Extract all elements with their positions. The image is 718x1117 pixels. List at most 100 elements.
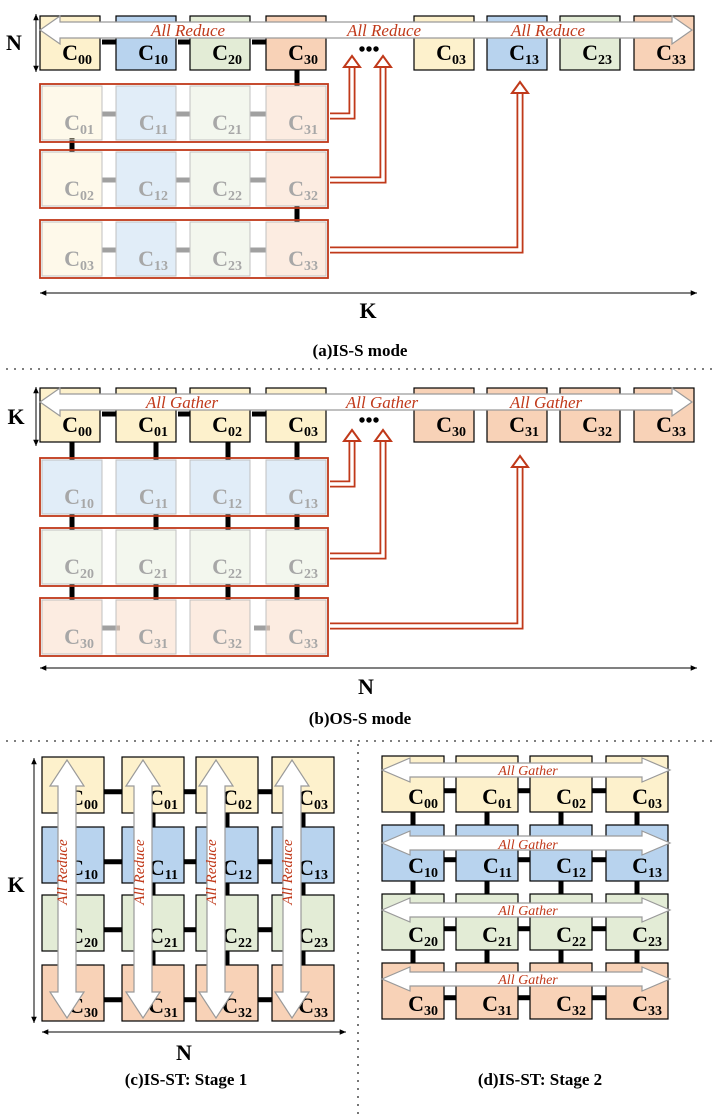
- cell-box: [195, 826, 259, 884]
- collective-arrow-col1: [124, 758, 162, 1020]
- collective-arrow: [38, 386, 694, 418]
- cell-box: [41, 529, 103, 585]
- matrix-block-c30: C30: [41, 599, 103, 655]
- cell-label: C11: [149, 855, 178, 883]
- matrix-block-c22: C22: [189, 151, 251, 207]
- matrix-block-c01: C01: [41, 85, 103, 141]
- collective-label-row0: All Gather: [497, 764, 558, 779]
- cell-box: [381, 824, 445, 882]
- chip-group-frame: [39, 597, 329, 657]
- route-arrowhead: [510, 80, 530, 94]
- cell-box: [41, 221, 103, 277]
- collective-arrow-row2: [380, 897, 672, 923]
- route-arrowhead: [342, 428, 362, 442]
- collective-label-col0: All Reduce: [55, 839, 71, 906]
- axis-k-label: K: [359, 298, 376, 323]
- cell-label: C31: [288, 110, 318, 138]
- cell-box: [115, 221, 177, 277]
- matrix-block-c03: C03: [41, 221, 103, 277]
- matrix-block-c21: C21: [189, 85, 251, 141]
- collective-label-col1: All Reduce: [132, 839, 148, 906]
- chip-group-frame: [39, 527, 329, 587]
- cell-label: C21: [138, 554, 168, 582]
- cell-box: [265, 151, 327, 207]
- cell-box: [115, 599, 177, 655]
- axis-k-label: K: [7, 872, 24, 897]
- chip-group-frame: [39, 149, 329, 209]
- cell-box: [115, 151, 177, 207]
- cell-box: [115, 529, 177, 585]
- route-arrowhead: [342, 54, 362, 68]
- axis-n-label: N: [176, 1040, 192, 1065]
- cell-box: [605, 824, 669, 882]
- matrix-block-c32: C32: [265, 151, 327, 207]
- reduction-route: [330, 66, 387, 184]
- matrix-block-c13: C13: [265, 459, 327, 515]
- matrix-block-c11: C11: [115, 459, 177, 515]
- reduction-route: [330, 440, 356, 488]
- group-layer: [39, 83, 329, 279]
- cell-box: [265, 459, 327, 515]
- matrix-block-c12: C12: [189, 459, 251, 515]
- collective-label-row1: All Gather: [497, 838, 558, 853]
- collective-label-3: All Reduce: [510, 21, 586, 40]
- cell-box: [41, 459, 103, 515]
- reduction-route-inner: [330, 66, 354, 118]
- collective-label-row2: All Gather: [497, 904, 558, 919]
- cell-label: C31: [138, 624, 168, 652]
- cell-label: C00: [68, 785, 98, 813]
- chip-group-frame: [39, 83, 329, 143]
- collective-label-col3: All Reduce: [280, 839, 296, 906]
- collective-arrow-row1: [380, 830, 672, 856]
- cell-label: C32: [288, 176, 318, 204]
- cell-box: [265, 85, 327, 141]
- caption-a: (a)IS-S mode: [313, 341, 408, 360]
- cell-box: [115, 85, 177, 141]
- cell-box: [189, 529, 251, 585]
- collective-arrow-row3: [380, 966, 672, 992]
- cell-box: [265, 599, 327, 655]
- cell-label: C30: [288, 40, 318, 68]
- matrix-block-c21: C21: [115, 529, 177, 585]
- link-layer: [70, 789, 306, 1003]
- cell-box: [41, 599, 103, 655]
- matrix-block-c13: C13: [271, 826, 335, 884]
- ellipsis: •••: [358, 410, 379, 432]
- reduction-route: [330, 466, 524, 630]
- cell-label: C10: [64, 484, 94, 512]
- cell-label: C01: [148, 785, 178, 813]
- chip-group-frame: [39, 219, 329, 279]
- ellipsis: •••: [358, 39, 379, 61]
- matrix-block-c11: C11: [115, 85, 177, 141]
- cell-box: [265, 529, 327, 585]
- matrix-block-c13: C13: [115, 221, 177, 277]
- cell-box: [455, 824, 519, 882]
- route-arrowhead: [510, 454, 530, 468]
- chip-group-frame: [39, 457, 329, 517]
- axis-n-label: N: [6, 30, 22, 55]
- matrix-block-c23: C23: [189, 221, 251, 277]
- caption-b: (b)OS-S mode: [309, 709, 412, 728]
- collective-arrow-layer: [48, 758, 311, 1020]
- route-layer: [330, 428, 530, 630]
- cell-box: [121, 826, 185, 884]
- axis-k-label: K: [7, 404, 24, 429]
- link-layer: [410, 788, 640, 1001]
- link-layer: [69, 411, 300, 631]
- caption-d: (d)IS-ST: Stage 2: [478, 1070, 602, 1089]
- collective-arrow: [38, 14, 694, 46]
- collective-arrow-col3: [273, 758, 311, 1020]
- cell-box: [121, 894, 185, 952]
- cell-box: [189, 221, 251, 277]
- matrix-block-c31: C31: [115, 599, 177, 655]
- cell-label: C03: [436, 40, 466, 68]
- panel-c-is-st-stage1: C00C01C02C03C10C11C12C13C20C21C22C23C30C…: [7, 756, 346, 1089]
- matrix-block-c21: C21: [121, 894, 185, 952]
- collective-arrow-row0: [380, 757, 672, 783]
- matrix-block-c13: C13: [605, 824, 669, 882]
- cell-box: [189, 85, 251, 141]
